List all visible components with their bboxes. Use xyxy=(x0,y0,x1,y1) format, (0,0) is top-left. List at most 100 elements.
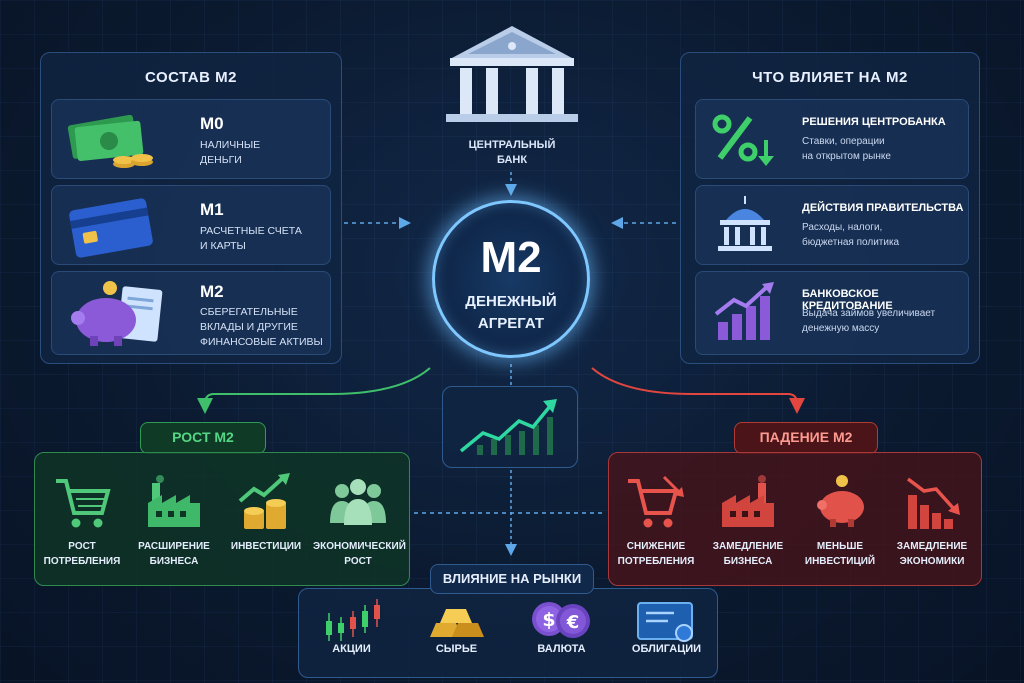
m2-sub-1: СБЕРЕГАТЕЛЬНЫЕ xyxy=(200,306,298,318)
central-bank-line-1: ЦЕНТРАЛЬНЫЙ xyxy=(468,139,556,151)
growth-item-4-line-2: РОСТ xyxy=(344,556,372,567)
central-bank-line-2: БАНК xyxy=(496,154,528,166)
gold-bars-icon xyxy=(430,609,484,637)
bond-certificate-icon xyxy=(637,602,693,642)
m1-sub-2: И КАРТЫ xyxy=(200,240,246,252)
svg-text:$: $ xyxy=(542,609,555,631)
decline-item-economy-label: ЗАМЕДЛЕНИЕ ЭКОНОМИКИ xyxy=(887,539,977,569)
m1-sub-1: РАСЧЕТНЫЕ СЧЕТА xyxy=(200,225,302,237)
trend-box xyxy=(442,386,578,468)
svg-text:€: € xyxy=(566,612,580,633)
influences-title: ЧТО ВЛИЯЕТ НА M2 xyxy=(752,69,908,86)
bank-lending-head: БАНКОВСКОЕ КРЕДИТОВАНИЕ xyxy=(802,288,893,312)
growth-item-consumption-label: РОСТ ПОТРЕБЛЕНИЯ xyxy=(37,539,127,569)
decline-item-investment-label: МЕНЬШЕ ИНВЕСТИЦИЙ xyxy=(795,539,885,569)
central-bank-decisions-sub-2: на открытом рынке xyxy=(802,151,891,162)
m2-card: M2 СБЕРЕГАТЕЛЬНЫЕ ВКЛАДЫ И ДРУГИЕ ФИНАНС… xyxy=(51,271,331,355)
growth-item-investment: ИНВЕСТИЦИИ xyxy=(221,453,311,587)
growth-item-2-line-1: РАСШИРЕНИЕ xyxy=(138,541,210,552)
growth-item-economy: ЭКОНОМИЧЕСКИЙ РОСТ xyxy=(313,453,406,587)
growth-item-investment-label: ИНВЕСТИЦИИ xyxy=(221,539,311,554)
government-actions-sub-1: Расходы, налоги, xyxy=(802,222,883,233)
bank-building-icon xyxy=(446,26,578,122)
growth-item-economy-label: ЭКОНОМИЧЕСКИЙ РОСТ xyxy=(313,539,406,569)
central-bank-decisions-sub-1: Ставки, операции xyxy=(802,136,885,147)
coins-growth-icon xyxy=(238,473,290,529)
composition-title: СОСТАВ M2 xyxy=(145,69,237,86)
market-item-stocks: АКЦИИ xyxy=(299,589,404,679)
government-actions-head: ДЕЙСТВИЯ ПРАВИТЕЛЬСТВА xyxy=(802,202,964,214)
m1-head: M1 xyxy=(200,200,224,219)
bank-lending-sub-1: Выдача займов увеличивает xyxy=(802,308,936,319)
m2-center-line-2: АГРЕГАТ xyxy=(477,315,545,332)
market-item-commodities: СЫРЬЕ xyxy=(404,589,509,679)
decline-title-pill: ПАДЕНИЕ M2 xyxy=(734,422,878,454)
bank-lending-card: БАНКОВСКОЕ КРЕДИТОВАНИЕ Выдача займов ув… xyxy=(695,271,969,355)
decline-item-4-line-2: ЭКОНОМИКИ xyxy=(899,556,965,567)
decline-item-business-label: ЗАМЕДЛЕНИЕ БИЗНЕСА xyxy=(703,539,793,569)
m1-card: M1 РАСЧЕТНЫЕ СЧЕТА И КАРТЫ xyxy=(51,185,331,265)
composition-panel: СОСТАВ M2 M0 НАЛИЧНЫЕ ДЕНЬГИ M1 РАСЧЕТНЫ… xyxy=(40,52,342,364)
market-bonds-label: ОБЛИГАЦИИ xyxy=(631,643,702,655)
m2-center-line-1: ДЕНЕЖНЫЙ xyxy=(465,293,557,310)
government-building-icon xyxy=(718,196,772,251)
m0-card: M0 НАЛИЧНЫЕ ДЕНЬГИ xyxy=(51,99,331,179)
decline-item-2-line-2: БИЗНЕСА xyxy=(723,556,773,567)
decline-item-1-line-2: ПОТРЕБЛЕНИЯ xyxy=(617,556,695,567)
factory-icon xyxy=(148,475,200,527)
growth-item-2-line-2: БИЗНЕСА xyxy=(149,556,199,567)
m2-center-subtitle: ДЕНЕЖНЫЙ АГРЕГАТ xyxy=(435,291,587,335)
market-stocks-label: АКЦИИ xyxy=(332,643,371,655)
government-actions-card: ДЕЙСТВИЯ ПРАВИТЕЛЬСТВА Расходы, налоги, … xyxy=(695,185,969,265)
cash-icon xyxy=(67,114,153,168)
market-item-currency: $ € ВАЛЮТА xyxy=(509,589,614,679)
percent-down-icon xyxy=(712,114,774,166)
people-icon xyxy=(330,479,386,525)
currency-coins-icon: $ € xyxy=(532,602,590,638)
bars-down-icon xyxy=(906,477,960,529)
m0-sub-1: НАЛИЧНЫЕ xyxy=(200,139,261,151)
growth-item-consumption: РОСТ ПОТРЕБЛЕНИЯ xyxy=(37,453,127,587)
market-commodities-label: СЫРЬЕ xyxy=(435,643,478,655)
factory-icon xyxy=(722,475,774,527)
m2-head: M2 xyxy=(200,282,224,301)
decline-item-economy: ЗАМЕДЛЕНИЕ ЭКОНОМИКИ xyxy=(887,453,977,587)
decline-item-2-line-1: ЗАМЕДЛЕНИЕ xyxy=(712,541,784,552)
credit-card-icon xyxy=(69,198,153,258)
piggy-bank-icon xyxy=(71,281,163,346)
m2-sub-2: ВКЛАДЫ И ДРУГИЕ xyxy=(200,321,298,333)
central-bank-decisions-head: РЕШЕНИЯ ЦЕНТРОБАНКА xyxy=(802,116,946,128)
market-currency-label: ВАЛЮТА xyxy=(537,643,586,655)
candlestick-icon xyxy=(326,599,380,641)
m2-sub-3: ФИНАНСОВЫЕ АКТИВЫ xyxy=(200,336,323,348)
central-bank-label: ЦЕНТРАЛЬНЫЙ БАНК xyxy=(440,138,584,168)
central-bank-decisions-card: РЕШЕНИЯ ЦЕНТРОБАНКА Ставки, операции на … xyxy=(695,99,969,179)
growth-panel: РОСТ ПОТРЕБЛЕНИЯ РАСШИРЕНИЕ БИЗНЕСА ИНВЕ… xyxy=(34,452,410,586)
m0-sub-2: ДЕНЬГИ xyxy=(200,154,242,166)
m2-aggregate-circle: M2 ДЕНЕЖНЫЙ АГРЕГАТ xyxy=(432,200,590,358)
m0-head: M0 xyxy=(200,114,224,133)
decline-item-investment: МЕНЬШЕ ИНВЕСТИЦИЙ xyxy=(795,453,885,587)
cart-down-icon xyxy=(628,475,684,528)
piggy-bank-icon xyxy=(817,475,864,527)
influences-panel: ЧТО ВЛИЯЕТ НА M2 РЕШЕНИЯ ЦЕНТРОБАНКА Ста… xyxy=(680,52,980,364)
decline-item-consumption-label: СНИЖЕНИЕ ПОТРЕБЛЕНИЯ xyxy=(611,539,701,569)
shopping-cart-icon xyxy=(56,479,111,528)
decline-item-1-line-1: СНИЖЕНИЕ xyxy=(626,541,686,552)
growth-item-1-line-1: РОСТ ПОТРЕБЛЕНИЯ xyxy=(43,541,121,567)
decline-item-4-line-1: ЗАМЕДЛЕНИЕ xyxy=(896,541,968,552)
decline-item-3-line-1: МЕНЬШЕ xyxy=(816,541,864,552)
growth-title-pill: РОСТ M2 xyxy=(140,422,266,454)
market-item-bonds: ОБЛИГАЦИИ xyxy=(614,589,719,679)
decline-item-consumption: СНИЖЕНИЕ ПОТРЕБЛЕНИЯ xyxy=(611,453,701,587)
bank-lending-sub-2: денежную массу xyxy=(802,323,880,334)
m2-center-title: M2 xyxy=(480,233,542,282)
growth-item-business-label: РАСШИРЕНИЕ БИЗНЕСА xyxy=(129,539,219,569)
growth-item-4-line-1: ЭКОНОМИЧЕСКИЙ xyxy=(313,541,406,552)
decline-item-business: ЗАМЕДЛЕНИЕ БИЗНЕСА xyxy=(703,453,793,587)
growth-bars-icon xyxy=(714,282,774,340)
markets-panel: АКЦИИ СЫРЬЕ $ € ВАЛЮТА ОБЛИГАЦИИ xyxy=(298,588,718,678)
decline-item-3-line-2: ИНВЕСТИЦИЙ xyxy=(804,556,876,567)
growth-item-3-line-1: ИНВЕСТИЦИИ xyxy=(230,541,302,552)
government-actions-sub-2: бюджетная политика xyxy=(802,237,900,248)
